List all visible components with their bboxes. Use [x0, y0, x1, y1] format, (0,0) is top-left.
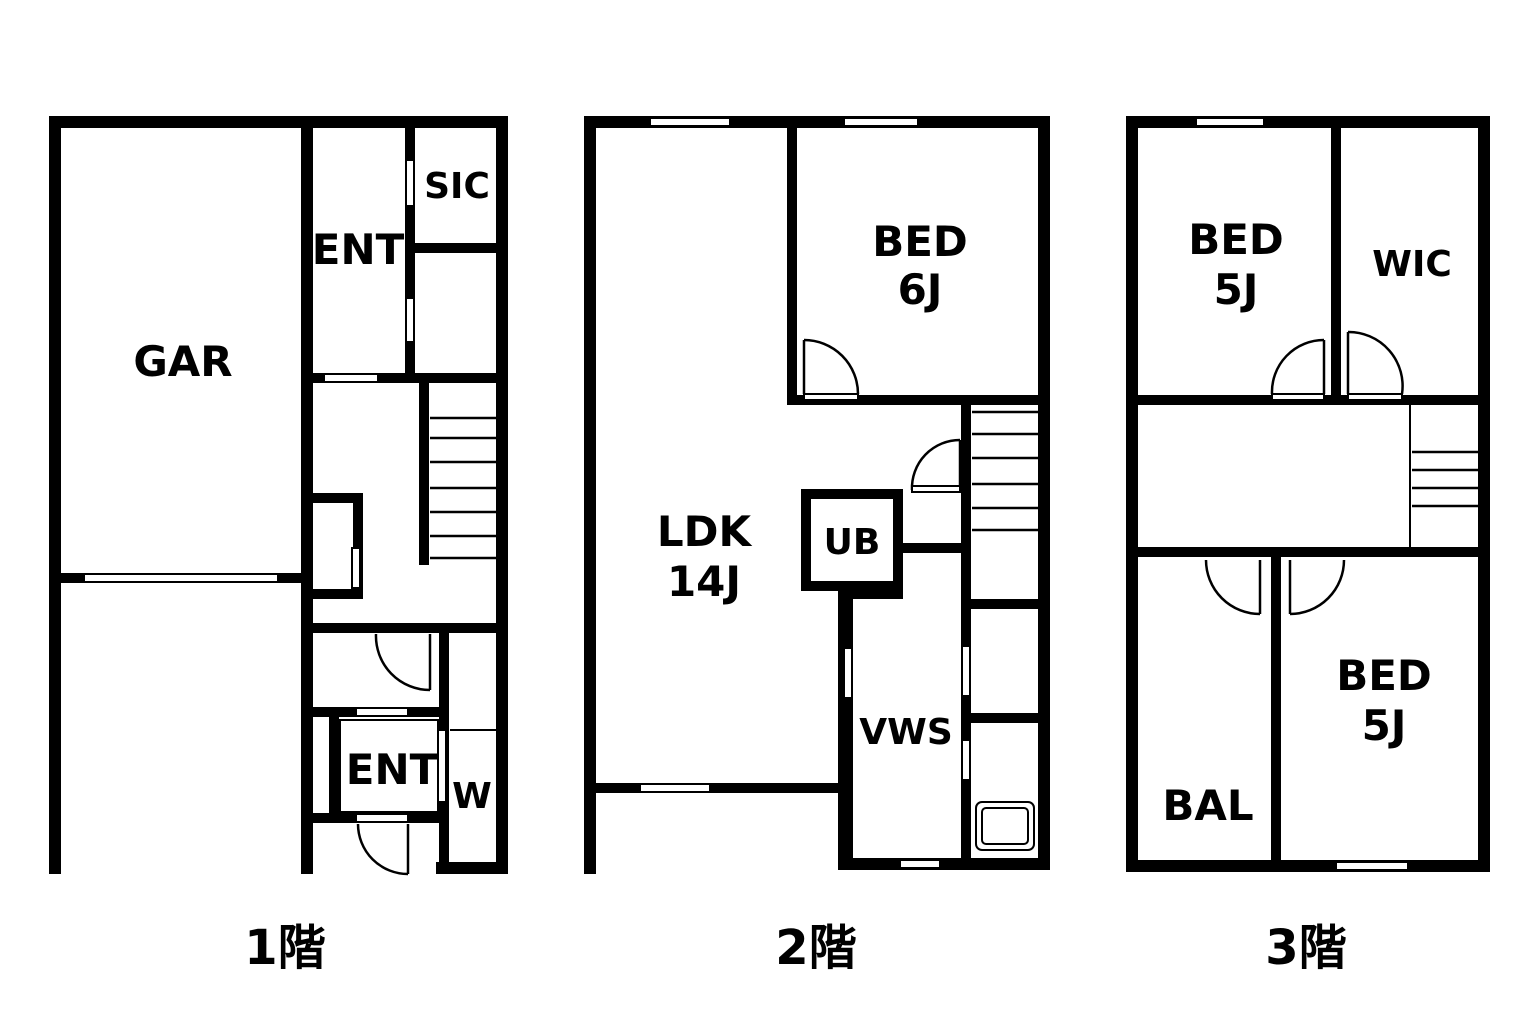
room-bed-right-label: BED	[1336, 651, 1432, 700]
floor-1-title: 1階	[244, 920, 325, 976]
room-bal-label: BAL	[1162, 781, 1253, 830]
floor-3-wic-door	[1346, 330, 1404, 401]
floor-1-entrance-door	[355, 813, 410, 876]
floor-2-stair	[972, 410, 1038, 532]
room-bed-label: BED	[872, 217, 968, 266]
room-ldk-label: LDK	[657, 507, 753, 556]
room-gar-label: GAR	[133, 337, 232, 386]
room-bed-left-size-label: 5J	[1214, 265, 1259, 314]
floor-2-plan: BED 6J LDK 14J UB VWS 2階	[584, 116, 1050, 976]
room-wic-label: WIC	[1372, 244, 1452, 285]
room-ent-upper-label: ENT	[312, 225, 405, 274]
floor-1-hall-door	[374, 633, 432, 692]
room-ub-label: UB	[824, 522, 881, 563]
room-ent-lower-label: ENT	[346, 745, 439, 794]
room-bed-right-size-label: 5J	[1362, 701, 1407, 750]
floor-3-bal-door	[1204, 559, 1262, 616]
floor-1-plan: GAR ENT SIC ENT W 1階	[49, 116, 508, 976]
floor-1-stair	[430, 416, 496, 560]
floor-3-bed-left-door	[1270, 338, 1326, 401]
room-ldk-size-label: 14J	[667, 557, 741, 606]
floor-2-hall-door	[910, 438, 962, 493]
room-w-label: W	[452, 776, 492, 817]
floor-3-title: 3階	[1265, 920, 1346, 976]
floor-3-stair	[1412, 450, 1478, 508]
floor-3-plan: BED 5J WIC BED 5J BAL 3階	[1126, 116, 1490, 976]
floor-2-bed-door	[802, 338, 860, 401]
floor-2-title: 2階	[775, 920, 856, 976]
room-sic-label: SIC	[424, 166, 490, 207]
room-bed-size-label: 6J	[898, 265, 943, 314]
room-bed-left-label: BED	[1188, 215, 1284, 264]
room-vws-label: VWS	[859, 712, 953, 753]
floor-3-bed-right-door	[1288, 559, 1346, 616]
